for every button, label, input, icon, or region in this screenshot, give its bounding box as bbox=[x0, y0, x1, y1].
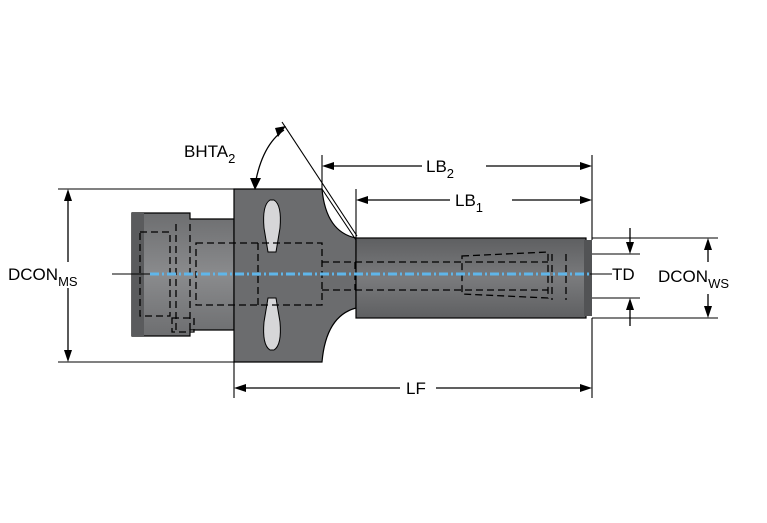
lb2-label: LB2 bbox=[426, 157, 454, 181]
flange-slots bbox=[263, 199, 281, 351]
lb2-label-bg bbox=[422, 154, 486, 176]
lb1-label-bg bbox=[450, 188, 512, 210]
lower-slot bbox=[263, 297, 281, 351]
dcon-ms-label: DCONMS bbox=[8, 265, 78, 289]
bhta2-dimension bbox=[250, 121, 358, 241]
lb1-label: LB1 bbox=[455, 191, 483, 215]
dcon-ws-dimension bbox=[592, 237, 718, 319]
lf-label: LF bbox=[406, 379, 426, 398]
td-dimension bbox=[592, 228, 640, 326]
dcon-ms-label-bg bbox=[6, 262, 110, 288]
front-shank-tip bbox=[584, 240, 592, 316]
td-label: TD bbox=[612, 265, 635, 284]
bhta2-label: BHTA2 bbox=[184, 142, 235, 166]
upper-slot bbox=[263, 199, 281, 253]
dcon-ws-label: DCONWS bbox=[658, 267, 729, 291]
lf-label-bg bbox=[400, 376, 436, 398]
